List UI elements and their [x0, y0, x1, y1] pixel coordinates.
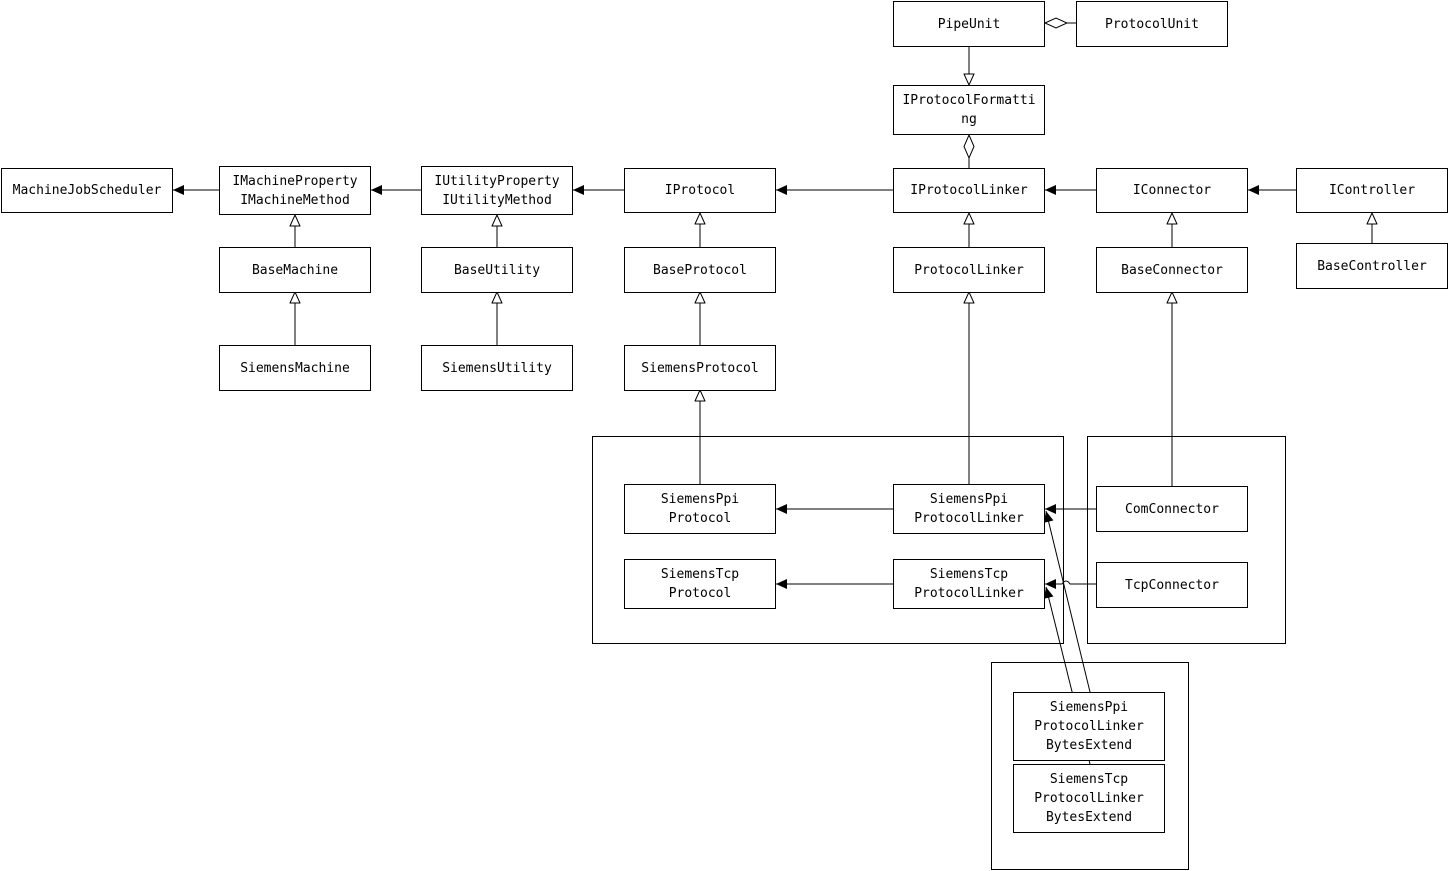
protocol-implementation-group	[592, 436, 1064, 644]
class-name-line: SiemensProtocol	[641, 360, 759, 376]
class-name-line: IMachineMethod	[240, 192, 350, 208]
class-base-protocol[interactable]: BaseProtocol	[624, 247, 776, 293]
class-name-line: SiemensTcp	[660, 567, 740, 582]
interface-iprotocol[interactable]: IProtocol	[624, 168, 776, 213]
class-protocol-unit[interactable]: ProtocolUnit	[1076, 1, 1228, 47]
class-siemens-machine[interactable]: SiemensMachine	[219, 345, 371, 391]
class-machine-job-scheduler[interactable]: MachineJobScheduler	[1, 168, 173, 213]
class-name-line: BaseUtility	[453, 262, 541, 278]
class-name-line: IProtocol	[664, 183, 736, 198]
class-name-line: ComConnector	[1125, 501, 1219, 517]
class-name-line: SiemensTcp	[1049, 772, 1129, 787]
connector-implementation-group	[1087, 436, 1286, 644]
class-name-line: BaseController	[1317, 258, 1427, 274]
class-com-connector[interactable]: ComConnector	[1096, 486, 1248, 532]
class-name-line: SiemensMachine	[240, 360, 350, 376]
class-name-line: SiemensPpi	[929, 492, 1009, 507]
class-name-line: Protocol	[668, 511, 732, 526]
class-name-line: IConnector	[1132, 183, 1212, 198]
aggregation-diamond-protocolunit-pipeunit	[1043, 17, 1069, 29]
class-name-line: IUtilityProperty	[434, 173, 560, 189]
bytes-extend-group	[991, 662, 1189, 870]
class-name-line: TcpConnector	[1125, 577, 1219, 593]
class-name-line: SiemensUtility	[442, 360, 552, 376]
class-name-line: MachineJobScheduler	[12, 183, 162, 198]
aggregation-diamond-linker-formatting	[963, 133, 975, 160]
class-name-line: ProtocolLinker	[914, 511, 1024, 526]
class-name-line: ProtocolLinker	[914, 586, 1024, 601]
class-name-line: BaseProtocol	[653, 262, 747, 278]
class-name-line: IProtocolLinker	[910, 183, 1028, 198]
interface-icontroller[interactable]: IController	[1296, 168, 1448, 213]
class-name-line: SiemensTcp	[929, 567, 1009, 582]
class-name-line: IProtocolFormatti	[902, 93, 1036, 108]
class-name-line: ProtocolLinker	[914, 262, 1024, 278]
class-name-line: ng	[961, 112, 977, 127]
class-pipe-unit[interactable]: PipeUnit	[893, 1, 1045, 47]
class-name-line: Protocol	[668, 586, 732, 601]
class-name-line: BaseMachine	[251, 262, 339, 278]
class-name-line: BaseConnector	[1121, 262, 1223, 278]
class-base-controller[interactable]: BaseController	[1296, 243, 1448, 289]
class-tcp-connector[interactable]: TcpConnector	[1096, 562, 1248, 608]
interface-iprotocol-linker[interactable]: IProtocolLinker	[893, 168, 1045, 213]
class-siemens-utility[interactable]: SiemensUtility	[421, 345, 573, 391]
class-name-line: SiemensPpi	[660, 492, 740, 507]
interface-iconnector[interactable]: IConnector	[1096, 168, 1248, 213]
class-name-line: IMachineProperty	[232, 173, 358, 189]
class-protocol-linker[interactable]: ProtocolLinker	[893, 247, 1045, 293]
class-name-line: IController	[1328, 183, 1416, 198]
class-name-line: BytesExtend	[1045, 738, 1133, 753]
class-name-line: SiemensPpi	[1049, 700, 1129, 715]
class-base-machine[interactable]: BaseMachine	[219, 247, 371, 293]
class-siemens-protocol[interactable]: SiemensProtocol	[624, 345, 776, 391]
class-name-line: BytesExtend	[1045, 810, 1133, 825]
class-base-connector[interactable]: BaseConnector	[1096, 247, 1248, 293]
class-name-line: ProtocolLinker	[1034, 719, 1144, 734]
class-name-line: ProtocolUnit	[1105, 16, 1199, 32]
class-name-line: IUtilityMethod	[442, 192, 552, 208]
assoc-tcpconnector-tcplinker	[1045, 579, 1096, 589]
assoc-ppibytes-ppilinker	[1043, 510, 1091, 693]
class-name-line: ProtocolLinker	[1034, 791, 1144, 806]
class-base-utility[interactable]: BaseUtility	[421, 247, 573, 293]
class-name-line: PipeUnit	[937, 16, 1001, 32]
interface-iprotocol-formatting[interactable]: IProtocolFormatti ng	[893, 85, 1045, 135]
